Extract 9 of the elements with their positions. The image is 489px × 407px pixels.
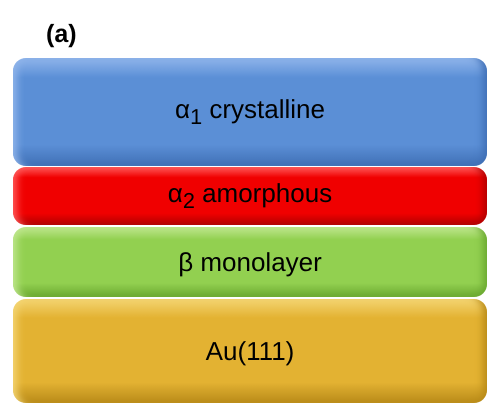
layer-block	[13, 167, 487, 225]
layer-label: β monolayer	[178, 246, 322, 278]
layer-label: α$_{1}$ crystalline	[175, 94, 325, 130]
layer-block	[13, 58, 487, 166]
layer-block	[13, 299, 487, 403]
layer-label: α$_{2}$ amorphous	[168, 178, 332, 214]
panel-label: (a)	[46, 20, 77, 49]
layer-block	[13, 227, 487, 297]
layer-label: Au(111)	[206, 336, 294, 366]
